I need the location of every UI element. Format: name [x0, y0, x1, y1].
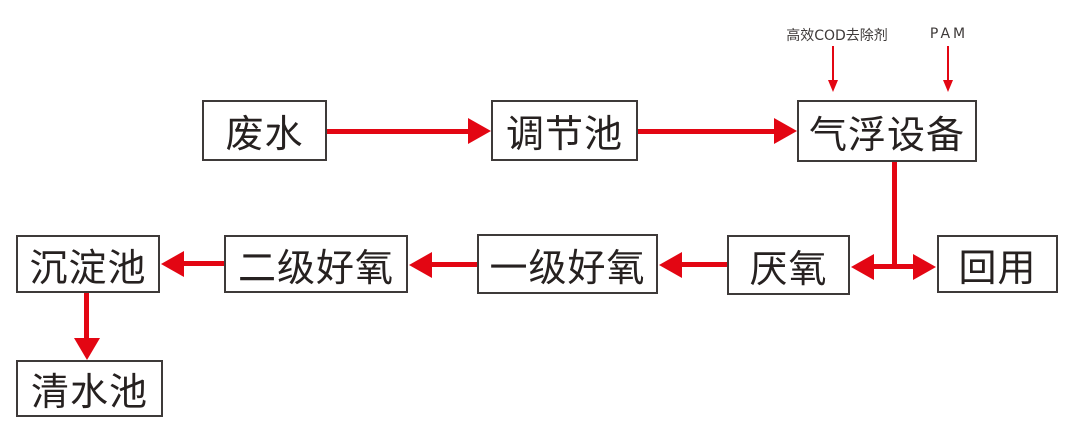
cod-remover-label: 高效COD去除剂	[786, 28, 888, 44]
arrow-airflotation-down-line	[892, 162, 897, 269]
node-wastewater: 废水	[202, 100, 327, 161]
pam-label: PAM	[929, 26, 969, 42]
node-sedimentation: 沉淀池	[16, 235, 160, 293]
arrow-regulation-to-airflotation-head-icon	[774, 118, 797, 144]
node-secondary-aerobic: 二级好氧	[224, 235, 408, 293]
node-anaerobic: 厌氧	[727, 235, 850, 295]
cod-dosing-arrowhead-icon	[828, 80, 838, 92]
arrow-split-line	[874, 264, 913, 269]
arrow-anaerobic-to-primary-line	[680, 262, 727, 267]
node-regulation-tank: 调节池	[491, 100, 638, 161]
arrow-secondary-to-sedimentation-line	[182, 261, 224, 266]
arrow-wastewater-to-regulation-line	[327, 129, 470, 134]
arrow-primary-to-secondary-line	[430, 262, 477, 267]
node-air-flotation: 气浮设备	[797, 100, 977, 162]
cod-dosing-arrow-line	[832, 46, 834, 81]
arrow-secondary-to-sedimentation-head-icon	[161, 251, 184, 277]
node-clear-water: 清水池	[16, 360, 163, 417]
node-reuse: 回用	[937, 235, 1058, 293]
arrow-split-to-reuse-head-icon	[913, 254, 936, 280]
arrow-split-to-anaerobic-head-icon	[851, 254, 874, 280]
arrow-wastewater-to-regulation-head-icon	[468, 118, 491, 144]
pam-dosing-arrow-line	[947, 46, 949, 81]
pam-dosing-arrowhead-icon	[943, 80, 953, 92]
arrow-sedimentation-to-clearwater-line	[84, 293, 89, 339]
node-primary-aerobic: 一级好氧	[477, 234, 658, 294]
arrow-regulation-to-airflotation-line	[638, 129, 776, 134]
arrow-sedimentation-to-clearwater-head-icon	[74, 338, 100, 360]
arrow-anaerobic-to-primary-head-icon	[659, 252, 682, 278]
arrow-primary-to-secondary-head-icon	[409, 252, 432, 278]
